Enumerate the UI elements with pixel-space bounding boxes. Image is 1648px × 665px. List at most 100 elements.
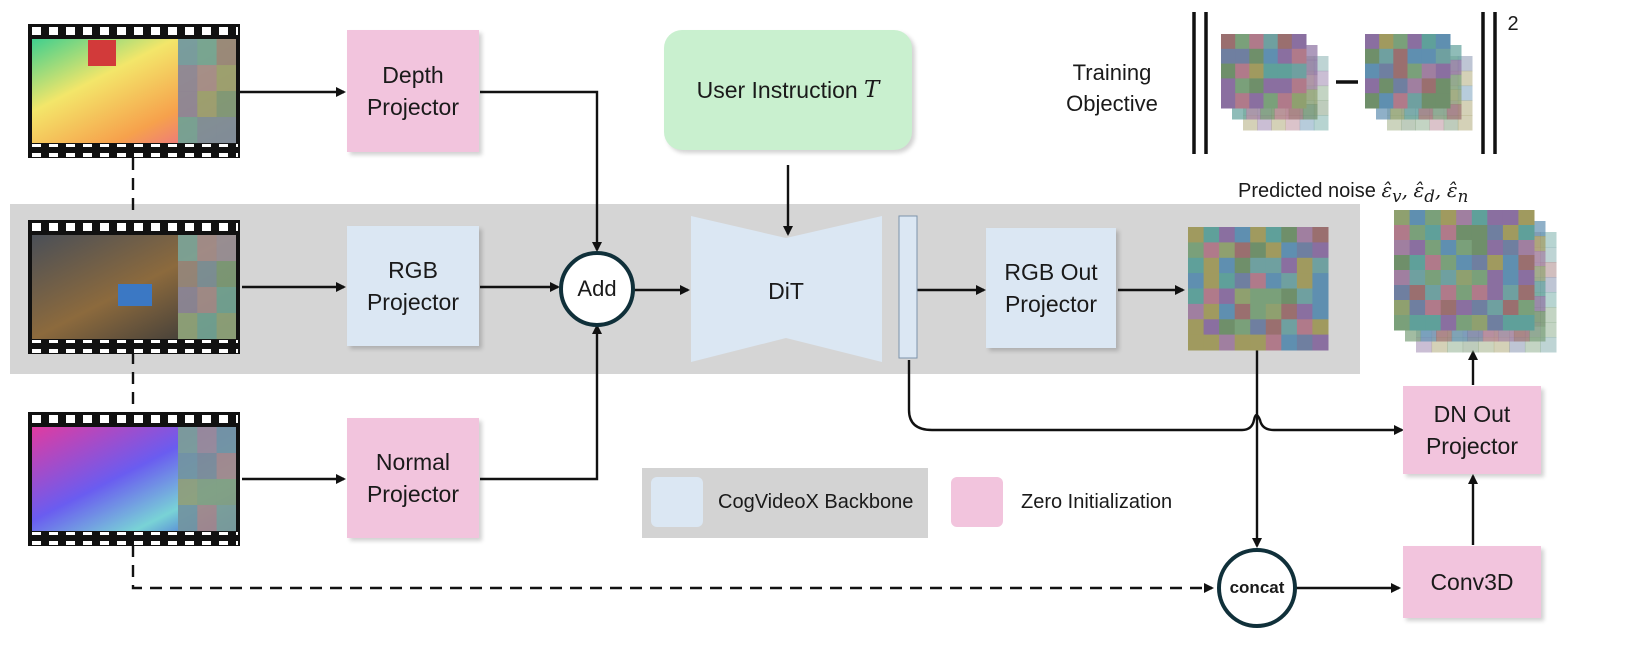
noise-cell [1487,285,1504,301]
noise-cell [1219,334,1236,351]
noise-cell [1440,225,1457,241]
noise-cell [1393,34,1408,50]
noise-cell [1394,270,1411,286]
film-noise-cell [216,235,236,262]
noise-cell [1471,285,1488,301]
noise-cell [1365,78,1380,94]
noise-cell [1487,240,1504,256]
noise-cell [1471,270,1488,286]
noise-cell [1203,334,1220,351]
noise-symbol-d: ε̂d, [1413,178,1442,206]
noise-cell [1440,210,1457,226]
predicted-noise-text: Predicted noise [1238,180,1376,202]
noise-cell [1456,300,1473,316]
noise-cell [1277,63,1293,79]
noise-cell [1456,225,1473,241]
noise-cell [1277,34,1293,50]
noise-cell [1487,210,1504,226]
film-noise-cell [197,261,217,288]
noise-symbol-v: ε̂v, [1381,178,1408,206]
film-noise-cell [178,235,198,262]
noise-cell [1487,300,1504,316]
film-noise-cell [197,65,217,92]
arrow-normal-projector-to-add [480,324,602,481]
noise-cell [1518,225,1535,241]
film-noise-cell [197,505,217,532]
film-noise-cell [178,39,198,66]
noise-cell [1471,210,1488,226]
noise-cell [1456,210,1473,226]
film-noise-cell [197,313,217,340]
noise-cell [1312,303,1329,320]
noise-cell [1421,93,1437,109]
noise-cell [1219,319,1236,336]
noise-cell [1219,227,1236,243]
film-noise-cell [216,479,236,506]
noise-cell [1265,288,1282,305]
noise-cell [1409,300,1426,316]
film-noise-cell [216,313,236,340]
noise-cell [1203,257,1220,274]
noise-symbol-n: ε̂n [1446,178,1469,206]
predicted-noise-stack [1394,210,1557,353]
noise-cell [1394,225,1411,241]
film-noise-cell [216,505,236,532]
noise-cell [1440,255,1457,271]
noise-cell [1365,34,1380,50]
noise-cell [1250,242,1267,259]
legend-zero-init-swatch [951,477,1003,527]
film-noise-cell [216,117,236,144]
noise-cell [1263,78,1279,94]
noise-cell [1265,303,1282,320]
noise-cell [1518,255,1535,271]
connectors [240,87,1478,593]
noise-cell [1394,285,1411,301]
noise-cell [1312,227,1329,243]
noise-cell [1518,270,1535,286]
noise-cell [1263,93,1279,109]
objective-exponent: 2 [1507,13,1519,35]
film-noise-cell [178,91,198,118]
noise-cell [1518,300,1535,316]
noise-cell [1407,78,1423,94]
noise-cell [1435,48,1451,65]
depth-projector: Depth Projector [347,30,479,152]
noise-cell [1277,78,1293,94]
noise-cell [1281,319,1298,336]
noise-cell [1393,93,1408,109]
objective-noise-right [1365,34,1473,131]
noise-cell [1265,319,1282,336]
noise-cell [1421,34,1437,50]
noise-cell [1440,240,1457,256]
dit-features-bar [898,215,918,359]
noise-cell [1234,319,1251,336]
dashed-links [131,158,1214,593]
noise-cell [1407,34,1423,50]
noise-cell [1394,210,1411,226]
noise-cell [1263,34,1279,50]
film-noise-cell [178,287,198,314]
noise-cell [1393,63,1408,79]
rgb-out-projector: RGB Out Projector [986,228,1116,348]
dit-label: DiT [768,277,804,304]
noise-cell [1409,225,1426,241]
noise-cell [1188,288,1205,305]
noise-cell [1188,257,1205,274]
noise-cell [1435,63,1451,79]
film-noise-cell [178,313,198,340]
noise-cell [1518,240,1535,256]
noise-cell [1219,273,1236,289]
noise-cell [1312,242,1329,259]
noise-cell [1312,257,1329,274]
film-noise-cell [178,427,198,454]
noise-cell [1296,257,1313,274]
film-noise-cell [197,287,217,314]
noise-cell [1265,273,1282,289]
noise-cell [1296,273,1313,289]
rgb-noise-output [1188,227,1329,351]
noise-cell [1234,334,1251,351]
noise-cell [1425,315,1442,331]
arrow-depth-projector-to-add [480,90,602,252]
noise-cell [1203,303,1220,320]
